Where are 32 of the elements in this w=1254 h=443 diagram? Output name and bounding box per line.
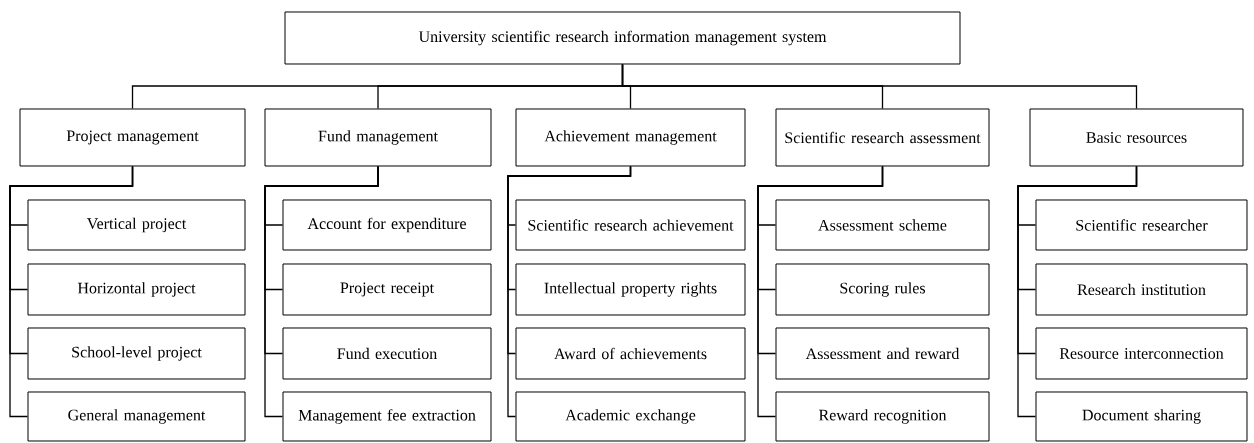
box: Scientific research achievement <box>515 199 746 251</box>
connector <box>757 165 884 418</box>
box: Academic exchange <box>515 391 746 442</box>
connector <box>507 165 632 418</box>
box: Resource interconnection <box>1035 327 1248 380</box>
box: Assessment and reward <box>775 327 990 380</box>
connector <box>264 165 379 418</box>
connector <box>1017 165 1138 418</box>
box: Scoring rules <box>775 263 990 316</box>
box: Scientific research assessment <box>775 108 990 167</box>
box: Award of achievements <box>515 327 746 380</box>
box: Scientific researcher <box>1035 199 1248 251</box>
box: University scientific research information management system <box>284 11 961 65</box>
box: General management <box>27 391 246 442</box>
box: Account for expenditure <box>282 199 492 251</box>
connector <box>621 63 1138 110</box>
box: Management fee extraction <box>282 391 492 442</box>
box: Intellectual property rights <box>515 263 746 316</box>
box: Project management <box>19 108 246 167</box>
box: Document sharing <box>1035 391 1248 442</box>
box: Assessment scheme <box>775 199 990 251</box>
box: Fund execution <box>282 327 492 380</box>
box: Achievement management <box>515 108 746 167</box>
box: Vertical project <box>27 199 246 251</box>
box: Horizontal project <box>27 263 246 316</box>
box: Reward recognition <box>775 391 990 442</box>
connector <box>9 165 134 418</box>
box: School-level project <box>27 327 246 380</box>
box: Research institution <box>1035 263 1248 316</box>
box: Basic resources <box>1029 108 1244 167</box>
box: Fund management <box>264 108 492 167</box>
box: Project receipt <box>282 263 492 316</box>
